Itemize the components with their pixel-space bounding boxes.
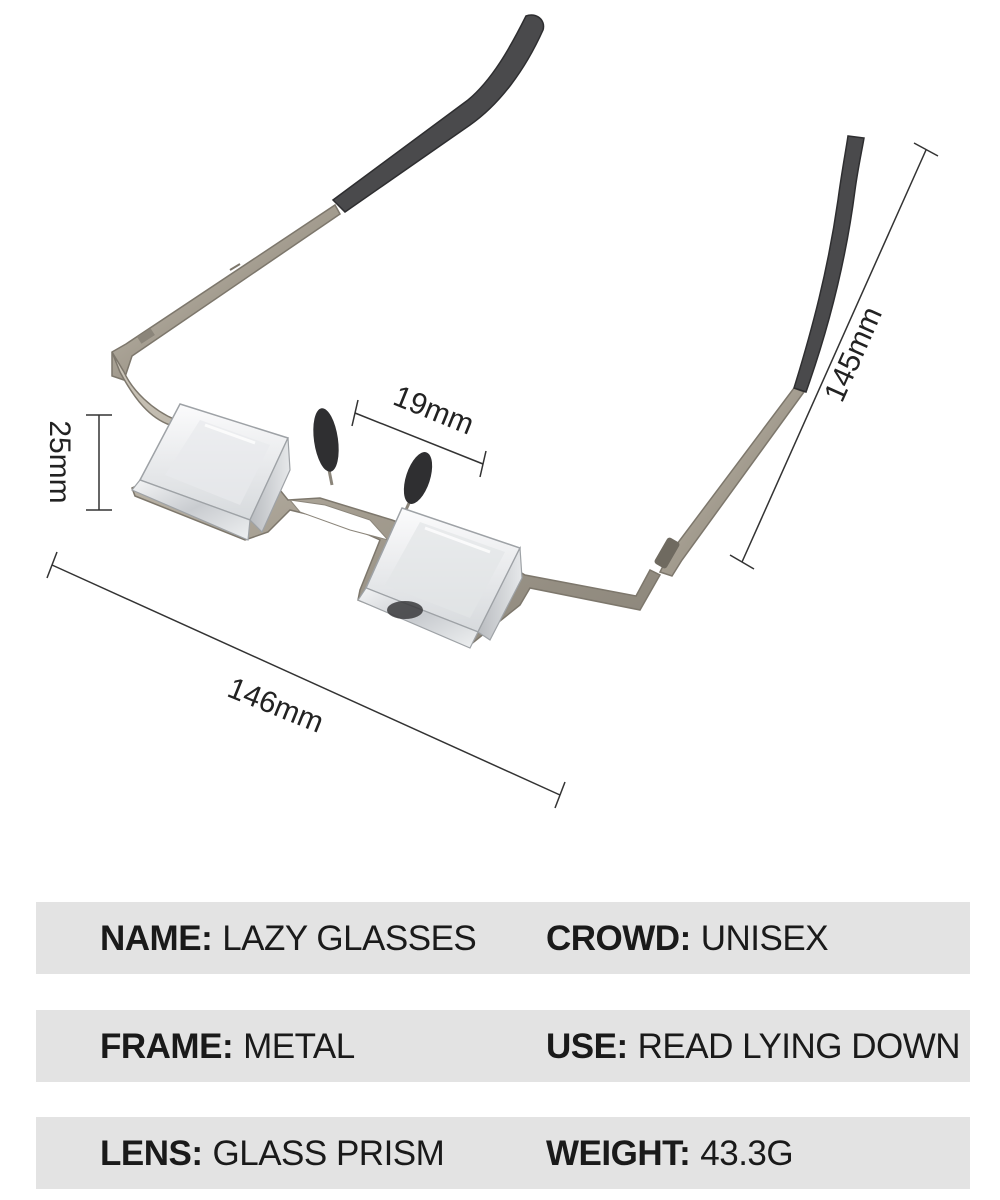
dimension-height-label: 25mm xyxy=(43,420,76,503)
prism-lens-left xyxy=(131,403,291,541)
spec-weight: WEIGHT:43.3G xyxy=(546,1117,794,1189)
spec-separator: : xyxy=(679,919,692,958)
spec-row-1: NAME:LAZY GLASSES CROWD:UNISEX xyxy=(36,902,970,974)
spec-name-value: LAZY GLASSES xyxy=(222,919,477,958)
spec-crowd-label: CROWD xyxy=(546,919,680,958)
spec-lens: LENS:GLASS PRISM xyxy=(100,1117,445,1189)
dimension-temple: 145mm xyxy=(729,142,939,570)
spec-lens-value: GLASS PRISM xyxy=(212,1134,445,1173)
nose-pad-right xyxy=(403,452,433,513)
spec-name-label: NAME xyxy=(100,919,202,958)
dimension-width-label: 146mm xyxy=(223,671,328,739)
dimension-height: 25mm xyxy=(43,414,112,511)
spec-frame-label: FRAME xyxy=(100,1027,222,1066)
spec-row-2: FRAME:METAL USE:READ LYING DOWN xyxy=(36,1010,970,1082)
spec-row-3: LENS:GLASS PRISM WEIGHT:43.3G xyxy=(36,1117,970,1189)
spec-weight-value: 43.3G xyxy=(700,1134,794,1173)
spec-crowd: CROWD:UNISEX xyxy=(546,902,829,974)
spec-use-label: USE xyxy=(546,1027,617,1066)
spec-use: USE:READ LYING DOWN xyxy=(546,1010,961,1082)
spec-weight-label: WEIGHT xyxy=(546,1134,680,1173)
spec-separator: : xyxy=(221,1027,234,1066)
glasses-illustration: 25mm 19mm 146mm 145mm xyxy=(43,14,939,809)
spec-separator: : xyxy=(679,1134,691,1173)
spec-name: NAME:LAZY GLASSES xyxy=(100,902,477,974)
prism-lens-right xyxy=(357,507,523,649)
spec-lens-label: LENS xyxy=(100,1134,192,1173)
temple-arm-right xyxy=(654,387,806,577)
spec-separator: : xyxy=(191,1134,203,1173)
temple-tip-right xyxy=(793,135,865,393)
spec-use-value: READ LYING DOWN xyxy=(637,1027,961,1066)
temple-arm-left xyxy=(111,203,341,381)
spec-frame-value: METAL xyxy=(243,1027,355,1066)
spec-separator: : xyxy=(616,1027,628,1066)
nose-pad-left xyxy=(313,408,339,486)
spec-frame: FRAME:METAL xyxy=(100,1010,355,1082)
temple-tip-left xyxy=(331,14,545,213)
spec-separator: : xyxy=(201,919,213,958)
spec-crowd-value: UNISEX xyxy=(700,919,829,958)
